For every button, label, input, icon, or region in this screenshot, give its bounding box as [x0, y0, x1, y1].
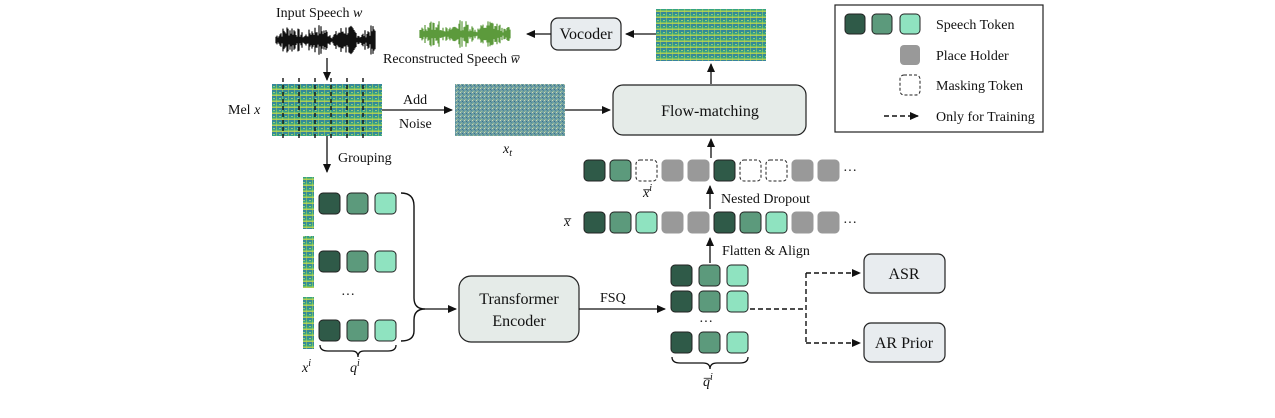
mel-label: Mel x — [228, 103, 261, 118]
xi-label: xi — [301, 358, 311, 376]
mel-group-lines — [282, 78, 364, 141]
legend-place-holder: Place Holder — [936, 49, 1009, 64]
sub-spectrogram-1 — [303, 177, 314, 229]
xbari-token-row — [583, 159, 840, 182]
qi-token-rows — [318, 192, 397, 342]
legend-only-training: Only for Training — [936, 110, 1035, 125]
xbar-token-row — [583, 211, 840, 234]
qi-brace — [319, 344, 397, 358]
legend-masking-token: Masking Token — [936, 79, 1023, 94]
input-speech-label: Input Speech w — [276, 6, 363, 21]
ar-prior-box — [863, 322, 946, 363]
transformer-label-1: Transformer — [479, 291, 559, 308]
qi-label: qi — [350, 358, 360, 376]
xbari-ellipsis: ··· — [843, 164, 857, 179]
asr-box — [863, 253, 946, 294]
flow-matching-box — [612, 84, 807, 136]
qbar-vdots: ··· — [699, 315, 713, 330]
reconstructed-speech-label: Reconstructed Speech w̅ — [383, 52, 521, 67]
sub-spectrogram-3 — [303, 297, 314, 349]
legend-masking-swatch — [899, 74, 921, 96]
grouping-label: Grouping — [338, 151, 392, 166]
nested-dropout-label: Nested Dropout — [721, 192, 810, 207]
xt-label: xt — [502, 142, 512, 159]
xbar-label: x̅ — [563, 215, 572, 230]
noisy-spectrogram — [455, 84, 565, 136]
noise-label: Noise — [399, 117, 432, 132]
reconstructed-waveform — [419, 20, 511, 48]
group-brace — [400, 192, 426, 342]
qbar-token-rows — [670, 264, 749, 354]
fsq-label: FSQ — [600, 291, 626, 306]
legend-box — [834, 4, 1044, 133]
flow-matching-label: Flow-matching — [661, 103, 759, 120]
qbar-brace — [671, 356, 749, 370]
training-dashed-arrows — [750, 269, 861, 347]
legend-placeholder-swatch — [900, 45, 920, 65]
legend-speech-token: Speech Token — [936, 18, 1014, 33]
input-waveform — [275, 25, 376, 55]
legend-speech-token-swatches — [844, 13, 921, 35]
vocoder-label: Vocoder — [559, 26, 613, 43]
transformer-label-2: Encoder — [492, 313, 546, 330]
asr-label: ASR — [888, 266, 919, 283]
qbar-label: q̅i — [703, 372, 713, 390]
sub-spectrogram-2 — [303, 236, 314, 288]
output-spectrogram — [656, 9, 766, 61]
transformer-encoder-box — [458, 275, 580, 343]
xbar-ellipsis: ··· — [843, 216, 857, 231]
add-label: Add — [403, 93, 427, 108]
xbari-label: x̅i — [642, 183, 652, 201]
mel-spectrogram — [272, 84, 382, 136]
ar-prior-label: AR Prior — [875, 335, 934, 352]
qi-vdots: ··· — [341, 288, 355, 303]
flatten-label: Flatten & Align — [722, 244, 810, 259]
